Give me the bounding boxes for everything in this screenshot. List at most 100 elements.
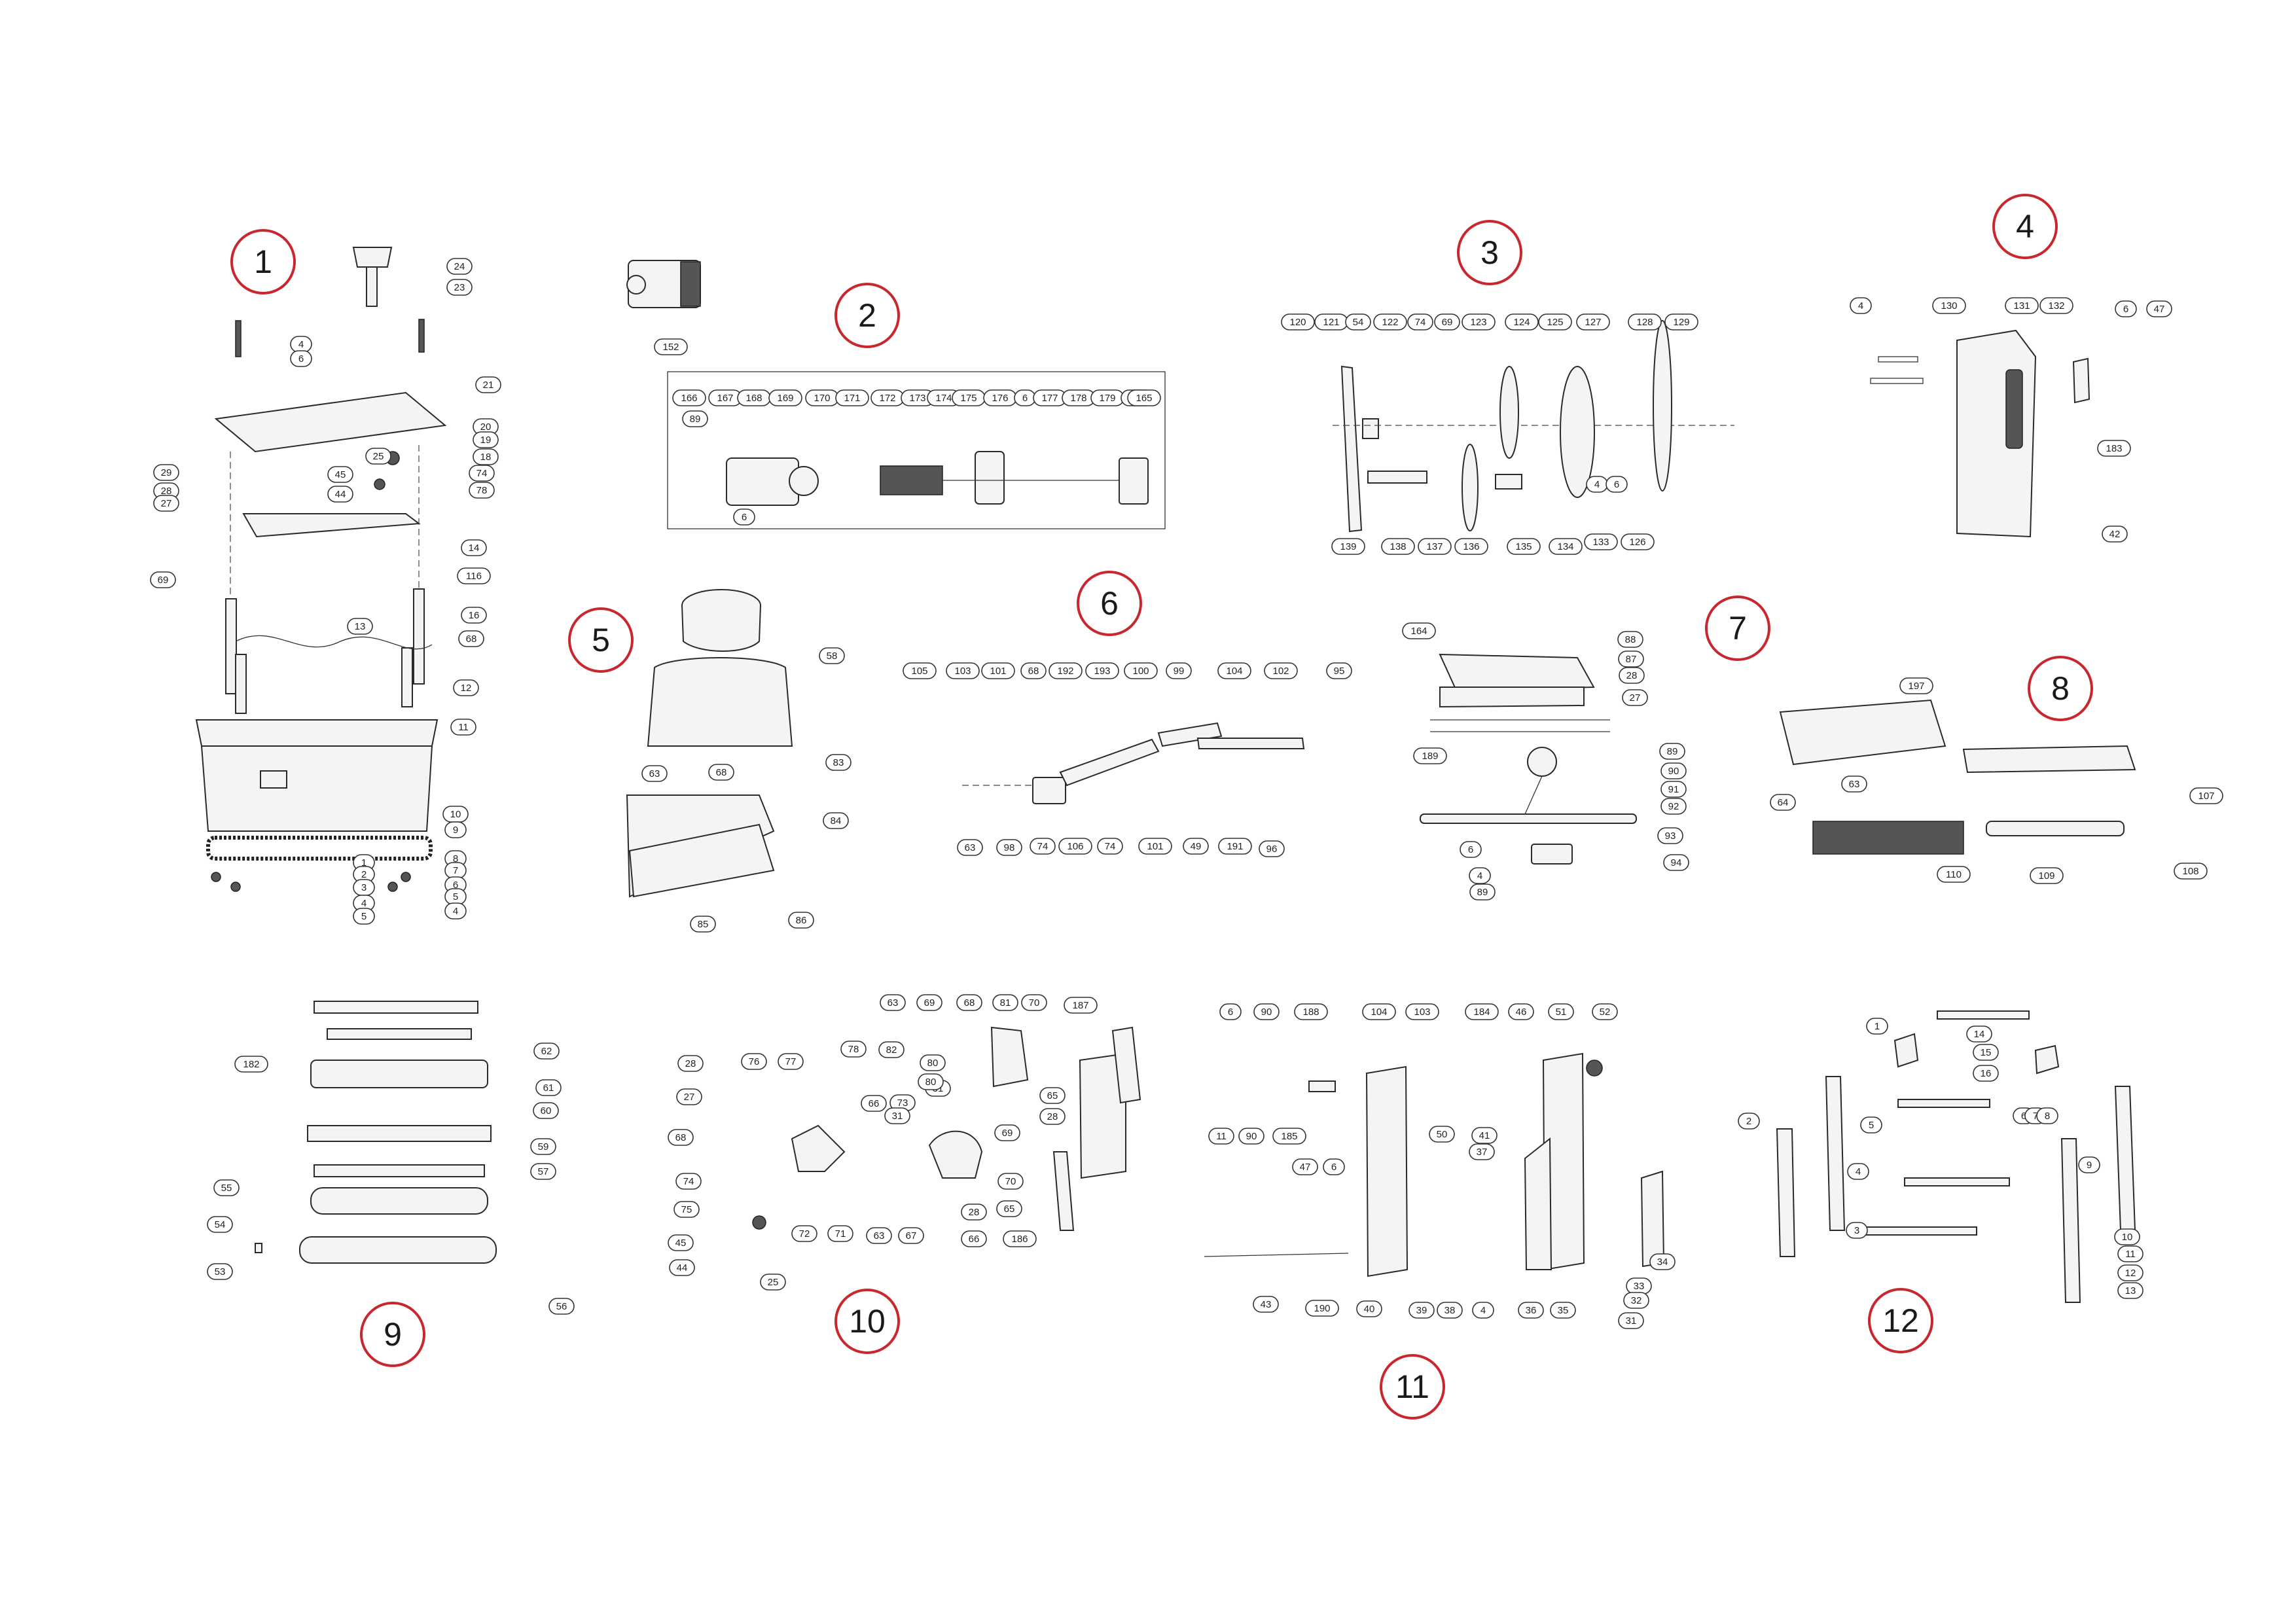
- part-number-label: 133: [1592, 537, 1609, 548]
- part-callout-pill: [1841, 776, 1867, 793]
- part-callout: 170: [805, 389, 839, 406]
- part-callout: 129: [1664, 313, 1698, 330]
- part-number-label: 94: [1671, 857, 1682, 868]
- part-callout: 82: [878, 1041, 905, 1058]
- part-number-label: 6: [2123, 304, 2128, 315]
- part-callout-pill: [1659, 743, 1685, 760]
- part-callout: 176: [983, 389, 1017, 406]
- part-callout-pill: [1217, 662, 1251, 679]
- part-callout-pill: [1331, 538, 1365, 555]
- part-number-label: 78: [848, 1044, 859, 1055]
- part-number-label: 33: [1634, 1281, 1645, 1292]
- part-callout-pill: [2078, 1156, 2100, 1173]
- group-number-badge: 8: [2028, 656, 2093, 721]
- part-number-label: 86: [796, 915, 807, 926]
- part-callout: 27: [676, 1088, 702, 1105]
- part-number-label: 185: [1281, 1131, 1297, 1142]
- part-callout-pill: [981, 662, 1015, 679]
- part-number-label: 173: [909, 393, 925, 404]
- part-callout-pill: [880, 994, 906, 1011]
- part-callout: 11: [450, 719, 476, 736]
- part-number-label: 100: [1132, 666, 1149, 677]
- part-callout-pill: [1381, 538, 1415, 555]
- part-number-label: 4: [361, 898, 367, 909]
- part-callout: 44: [669, 1259, 695, 1276]
- group-number-circle: [1457, 220, 1522, 285]
- part-number-label: 121: [1323, 317, 1339, 328]
- part-number-label: 74: [476, 468, 488, 479]
- part-callout: 59: [530, 1138, 556, 1155]
- part-callout-pill: [475, 376, 501, 393]
- part-callout: 50: [1429, 1126, 1455, 1143]
- part-number-label: 127: [1585, 317, 1601, 328]
- part-callout: 70: [997, 1173, 1024, 1190]
- part-callout: 24: [446, 258, 473, 275]
- part-number-label: 42: [2109, 529, 2121, 540]
- part-number-label: 56: [556, 1301, 567, 1312]
- part-callout-pill: [207, 1263, 233, 1280]
- part-callout-pill: [956, 994, 982, 1011]
- part-number-label: 6: [742, 512, 747, 523]
- group-number-text: 8: [2051, 670, 2070, 707]
- part-number-label: 95: [1334, 666, 1345, 677]
- part-callout: 139: [1331, 538, 1365, 555]
- part-callout: 75: [673, 1201, 700, 1218]
- part-callout-pill: [672, 389, 706, 406]
- part-callout: 36: [1518, 1302, 1544, 1319]
- part-callout-pill: [1660, 762, 1687, 779]
- part-callout: 28: [961, 1204, 987, 1221]
- part-number-label: 90: [1261, 1007, 1272, 1018]
- part-callout: 126: [1621, 533, 1655, 550]
- part-callout: 42: [2102, 526, 2128, 543]
- part-callout-pill: [673, 1201, 700, 1218]
- part-callout: 45: [327, 466, 353, 483]
- part-callout-pill: [1548, 1003, 1574, 1020]
- part-callout: 179: [1090, 389, 1124, 406]
- part-number-label: 116: [466, 571, 482, 582]
- part-callout-pill: [1966, 1026, 1992, 1043]
- part-callout-pill: [1550, 1302, 1576, 1319]
- part-number-label: 7: [453, 865, 458, 876]
- part-callout-pill: [961, 1230, 987, 1247]
- group-5-chute-assembly: [626, 589, 793, 898]
- part-number-label: 178: [1070, 393, 1086, 404]
- part-callout: 107: [2189, 787, 2223, 804]
- part-number-label: 11: [458, 722, 469, 733]
- part-callout-pill: [1292, 1158, 1318, 1175]
- group-number-circle: [1380, 1354, 1445, 1419]
- part-callout-pill: [1259, 840, 1285, 857]
- part-number-label: 104: [1226, 666, 1242, 677]
- part-callout: 6: [1323, 1158, 1345, 1175]
- part-number-label: 110: [1946, 869, 1962, 880]
- part-callout-pill: [1899, 677, 1933, 694]
- part-callout: 89: [1469, 883, 1496, 901]
- part-callout-pill: [1973, 1065, 1999, 1082]
- part-callout-pill: [327, 486, 353, 503]
- part-number-label: 60: [541, 1105, 552, 1116]
- part-callout: 69: [150, 571, 176, 588]
- group-number-circle: [1868, 1288, 1933, 1353]
- part-callout-pill: [1472, 1302, 1494, 1319]
- part-callout: 3: [1846, 1222, 1868, 1239]
- part-callout-pill: [1305, 1300, 1339, 1317]
- part-callout: 56: [548, 1298, 575, 1315]
- group-number-text: 7: [1729, 610, 1747, 647]
- part-number-label: 55: [221, 1183, 232, 1194]
- part-number-label: 4: [1477, 870, 1482, 882]
- part-number-label: 123: [1470, 317, 1486, 328]
- part-callout: 9: [2078, 1156, 2100, 1173]
- part-number-label: 74: [1415, 317, 1426, 328]
- part-callout-pill: [1663, 854, 1689, 871]
- part-number-label: 38: [1444, 1305, 1456, 1316]
- part-number-label: 63: [874, 1230, 885, 1241]
- part-number-label: 105: [911, 666, 927, 677]
- part-number-label: 68: [716, 767, 727, 778]
- part-number-label: 2: [361, 869, 367, 880]
- part-callout: 55: [213, 1179, 240, 1196]
- part-number-label: 14: [469, 543, 480, 554]
- part-callout: 47: [1292, 1158, 1318, 1175]
- part-callout: 187: [1064, 997, 1098, 1014]
- part-callout-pill: [457, 567, 491, 584]
- part-callout-pill: [1469, 1143, 1495, 1160]
- part-number-label: 74: [1105, 841, 1116, 852]
